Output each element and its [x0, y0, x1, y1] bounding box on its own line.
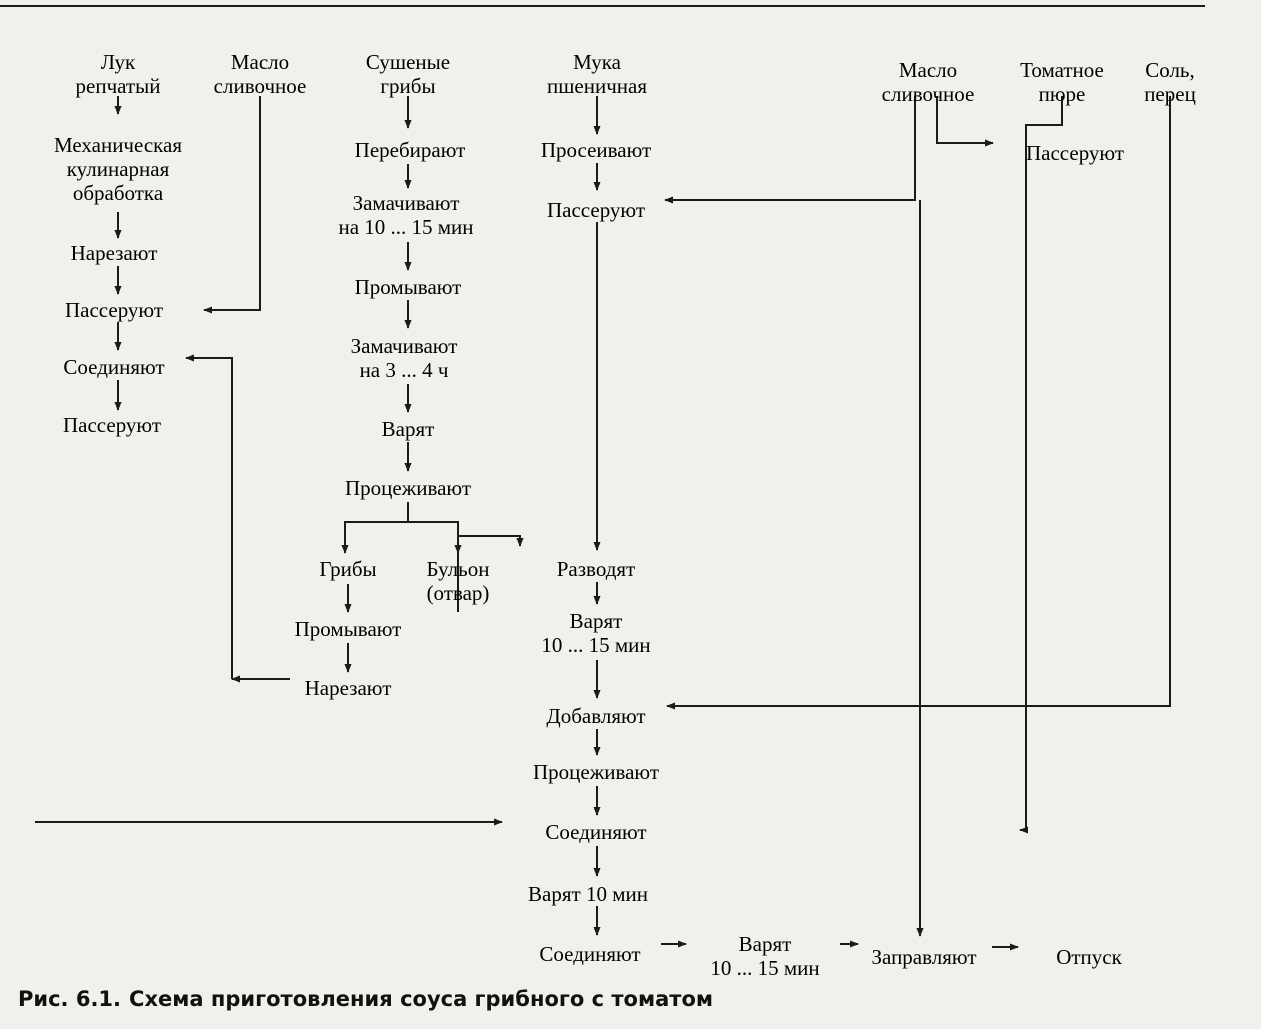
node-combine3: Соединяют: [539, 942, 640, 966]
node-combine1: Соединяют: [63, 355, 164, 379]
node-rinse1: Промывают: [355, 275, 462, 299]
node-rinse2: Промывают: [295, 617, 402, 641]
node-combine1-line: Соединяют: [63, 355, 164, 379]
caption-text: Схема приготовления соуса грибного с том…: [129, 987, 714, 1011]
node-strain2-line: Процеживают: [533, 760, 659, 784]
node-boil3-line: Варят 10 мин: [528, 882, 648, 906]
connector-arrow: [1019, 96, 1063, 834]
node-salt-line: перец: [1144, 82, 1196, 106]
node-butter1-line: Масло: [231, 50, 289, 74]
node-salt: Соль,перец: [1144, 58, 1196, 106]
node-soak1-line: на 10 ... 15 мин: [338, 215, 473, 239]
node-boil1: Варят: [382, 417, 435, 441]
node-soak1-line: Замачивают: [353, 191, 460, 215]
node-saute3-line: Пассеруют: [547, 198, 645, 222]
node-boil4-line: 10 ... 15 мин: [710, 956, 819, 980]
node-strain1-line: Процеживают: [345, 476, 471, 500]
node-sort: Перебирают: [355, 138, 466, 162]
connector-arrow: [341, 502, 409, 554]
node-sift: Просеивают: [541, 138, 651, 162]
connector-arrow: [185, 354, 233, 679]
node-saute3: Пассеруют: [547, 198, 645, 222]
node-dilute: Разводят: [557, 557, 635, 581]
node-mushrooms-line: грибы: [380, 74, 435, 98]
node-broth: Бульон(отвар): [427, 557, 490, 605]
node-tomato-line: пюре: [1039, 82, 1086, 106]
connector-arrow: [203, 96, 261, 314]
node-salt-line: Соль,: [1145, 58, 1195, 82]
node-mush2-line: Грибы: [319, 557, 376, 581]
connector-arrow: [457, 535, 524, 612]
node-flour-line: Мука: [573, 50, 622, 74]
node-soak2-line: на 3 ... 4 ч: [360, 358, 449, 382]
node-add: Добавляют: [546, 704, 645, 728]
node-season: Заправляют: [872, 945, 977, 969]
node-boil2-line: Варят: [570, 609, 623, 633]
node-soak2-line: Замачивают: [351, 334, 458, 358]
node-saute1: Пассеруют: [65, 298, 163, 322]
node-cut1-line: Нарезают: [71, 241, 158, 265]
node-strain1: Процеживают: [345, 476, 471, 500]
node-boil2-line: 10 ... 15 мин: [541, 633, 650, 657]
node-season-line: Заправляют: [872, 945, 977, 969]
node-mech-line: кулинарная: [67, 157, 170, 181]
caption-number: Рис. 6.1.: [18, 987, 122, 1011]
edges: [35, 96, 1171, 951]
node-butter2-line: сливочное: [882, 82, 975, 106]
node-tomato-line: Томатное: [1020, 58, 1104, 82]
connector-arrow: [664, 96, 916, 204]
node-cut1: Нарезают: [71, 241, 158, 265]
connector-arrow: [936, 96, 994, 147]
node-cut2-line: Нарезают: [305, 676, 392, 700]
node-rinse2-line: Промывают: [295, 617, 402, 641]
connector-arrow: [666, 96, 1171, 710]
node-saute2: Пассеруют: [63, 413, 161, 437]
node-broth-line: (отвар): [427, 581, 490, 605]
node-boil4-line: Варят: [739, 932, 792, 956]
node-add-line: Добавляют: [546, 704, 645, 728]
node-sort-line: Перебирают: [355, 138, 466, 162]
node-broth-line: Бульон: [427, 557, 490, 581]
node-rinse1-line: Промывают: [355, 275, 462, 299]
node-butter2-line: Масло: [899, 58, 957, 82]
node-butter1-line: сливочное: [214, 74, 307, 98]
node-mech-line: Механическая: [54, 133, 182, 157]
node-cut2: Нарезают: [305, 676, 392, 700]
node-saute4: Пассеруют: [1026, 141, 1124, 165]
node-sift-line: Просеивают: [541, 138, 651, 162]
node-boil1-line: Варят: [382, 417, 435, 441]
node-flour-line: пшеничная: [547, 74, 647, 98]
node-dilute-line: Разводят: [557, 557, 635, 581]
node-saute4-line: Пассеруют: [1026, 141, 1124, 165]
node-combine2-line: Соединяют: [545, 820, 646, 844]
node-mush2: Грибы: [319, 557, 376, 581]
node-boil3: Варят 10 мин: [528, 882, 648, 906]
node-serve-line: Отпуск: [1056, 945, 1122, 969]
node-onion-line: Лук: [101, 50, 136, 74]
connector-arrow: [408, 521, 462, 554]
node-saute1-line: Пассеруют: [65, 298, 163, 322]
node-mech-line: обработка: [73, 181, 164, 205]
node-saute2-line: Пассеруют: [63, 413, 161, 437]
node-onion-line: репчатый: [76, 74, 161, 98]
node-mushrooms-line: Сушеные: [366, 50, 450, 74]
figure-caption: Рис. 6.1. Схема приготовления соуса грибн…: [18, 987, 713, 1011]
node-strain2: Процеживают: [533, 760, 659, 784]
node-serve: Отпуск: [1056, 945, 1122, 969]
node-combine3-line: Соединяют: [539, 942, 640, 966]
node-combine2: Соединяют: [545, 820, 646, 844]
